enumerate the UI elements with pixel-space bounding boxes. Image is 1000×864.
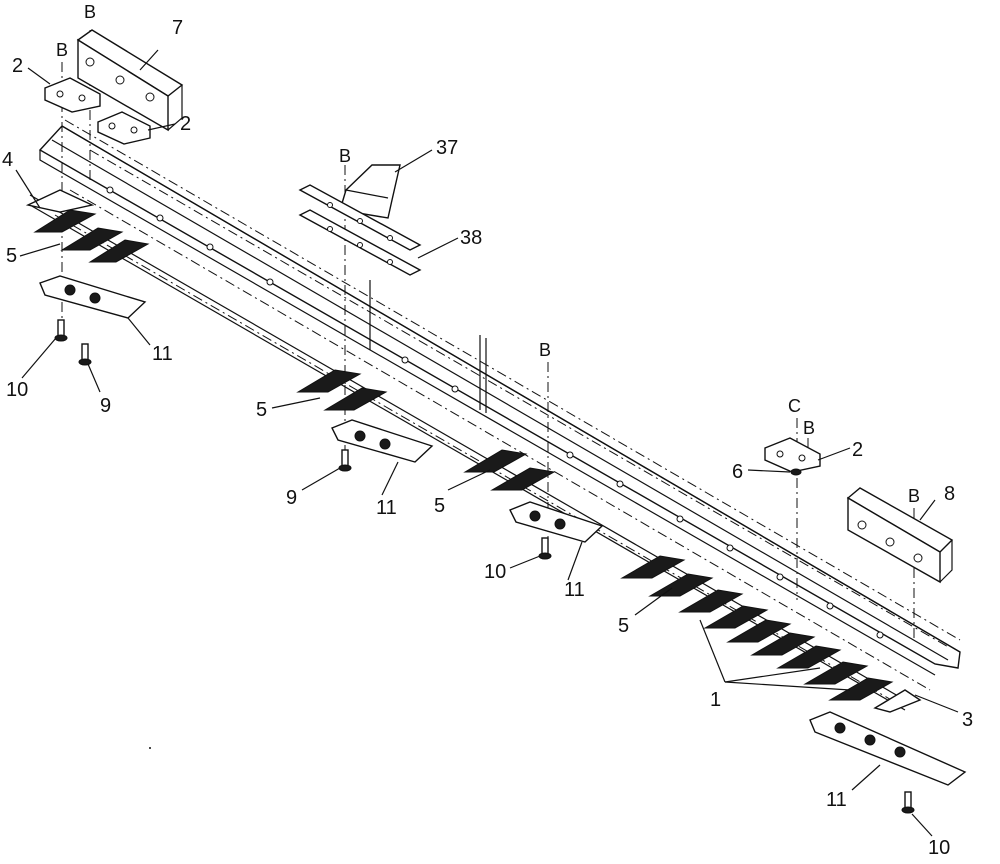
reference-letters: B B B B C B B [56,2,920,506]
callout-9: 9 [286,487,297,509]
callout-2: 2 [12,55,23,77]
bolt-part-10-a [54,319,68,342]
callout-5: 5 [6,245,17,267]
callout-37: 37 [436,137,458,159]
ref-b: B [908,486,920,506]
plate-part-11-c [509,501,604,543]
callout-38: 38 [460,227,482,249]
callout-5: 5 [256,399,267,421]
ref-b: B [56,40,68,60]
ref-b: B [339,146,351,166]
cutter-bar [29,125,961,711]
callout-10: 10 [928,837,950,859]
callout-11: 11 [152,343,173,365]
clip-part-2-c [764,437,821,473]
clip-part-2-a [44,77,101,113]
ref-b: B [803,418,815,438]
callout-11: 11 [826,789,847,811]
shield-part-7 [76,29,184,132]
callout-10: 10 [6,379,28,401]
ref-c: C [788,396,801,416]
ref-b: B [84,2,96,22]
callout-9: 9 [100,395,111,417]
ref-b: B [539,340,551,360]
bolt-part-10-b [538,537,552,560]
plate-part-11-d [809,711,967,786]
bar-holes [106,186,884,639]
guards-center-part-5 [296,369,388,411]
callout-1: 1 [710,689,721,711]
stray-dot [149,747,151,749]
nut-part-6 [790,468,802,476]
callout-2: 2 [852,439,863,461]
callout-3: 3 [962,709,973,731]
callout-5: 5 [618,615,629,637]
plate-part-38 [298,184,422,276]
phantom-lines [54,119,961,706]
callout-6: 6 [732,461,743,483]
callout-11: 11 [376,497,397,519]
bolt-part-9-b [338,449,352,472]
guards-mid-part-5 [463,449,556,491]
callout-10: 10 [484,561,506,583]
callout-7: 7 [172,17,183,39]
callout-2: 2 [180,113,191,135]
plate-part-11-a [39,275,147,319]
guards-left-part-5 [25,189,150,263]
callout-4: 4 [2,149,13,171]
guards-right-part-1 [620,555,922,713]
shield-part-8 [846,487,954,584]
callout-11: 11 [564,579,585,601]
leader-lines [15,49,959,837]
callout-8: 8 [944,483,955,505]
bolt-part-10-c [901,791,915,814]
callout-labels: 7 2 2 4 5 11 10 9 37 38 5 9 11 5 10 11 6… [2,17,973,859]
callout-5: 5 [434,495,445,517]
bolt-part-9-a [78,343,92,366]
plate-part-11-b [331,419,434,463]
clip-part-2-b [97,111,151,145]
